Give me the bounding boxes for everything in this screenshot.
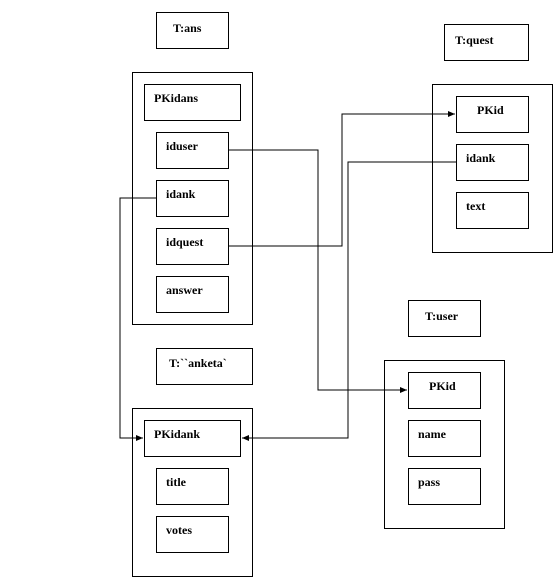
field-quest-pkid: PKid — [456, 96, 529, 133]
field-answer: answer — [156, 276, 229, 313]
field-quest-idank: idank — [456, 144, 529, 181]
field-idank: idank — [156, 180, 229, 217]
field-user-name: name — [408, 420, 481, 457]
field-pkidank: PKidank — [144, 420, 241, 457]
table-anketa-title: T:``anketa` — [156, 348, 253, 385]
table-user-title: T:user — [408, 300, 481, 337]
field-user-pass: pass — [408, 468, 481, 505]
link-idank-to-anketa-pkidank — [119, 197, 156, 441]
field-pkidans: PKidans — [144, 84, 241, 121]
field-user-pkid: PKid — [408, 372, 481, 409]
field-anketa-title: title — [156, 468, 229, 505]
field-quest-text: text — [456, 192, 529, 229]
table-ans-title: T:ans — [156, 12, 229, 49]
link-quest-idank-to-anketa-pkidank — [242, 161, 456, 441]
link-iduser-to-user-pkid — [229, 149, 407, 393]
table-quest-title: T:quest — [444, 24, 529, 61]
table-user — [384, 360, 505, 529]
field-iduser: iduser — [156, 132, 229, 169]
field-anketa-votes: votes — [156, 516, 229, 553]
field-idquest: idquest — [156, 228, 229, 265]
table-quest — [432, 84, 553, 253]
table-anketa — [132, 408, 253, 577]
link-idquest-to-quest-pkid — [229, 111, 455, 247]
